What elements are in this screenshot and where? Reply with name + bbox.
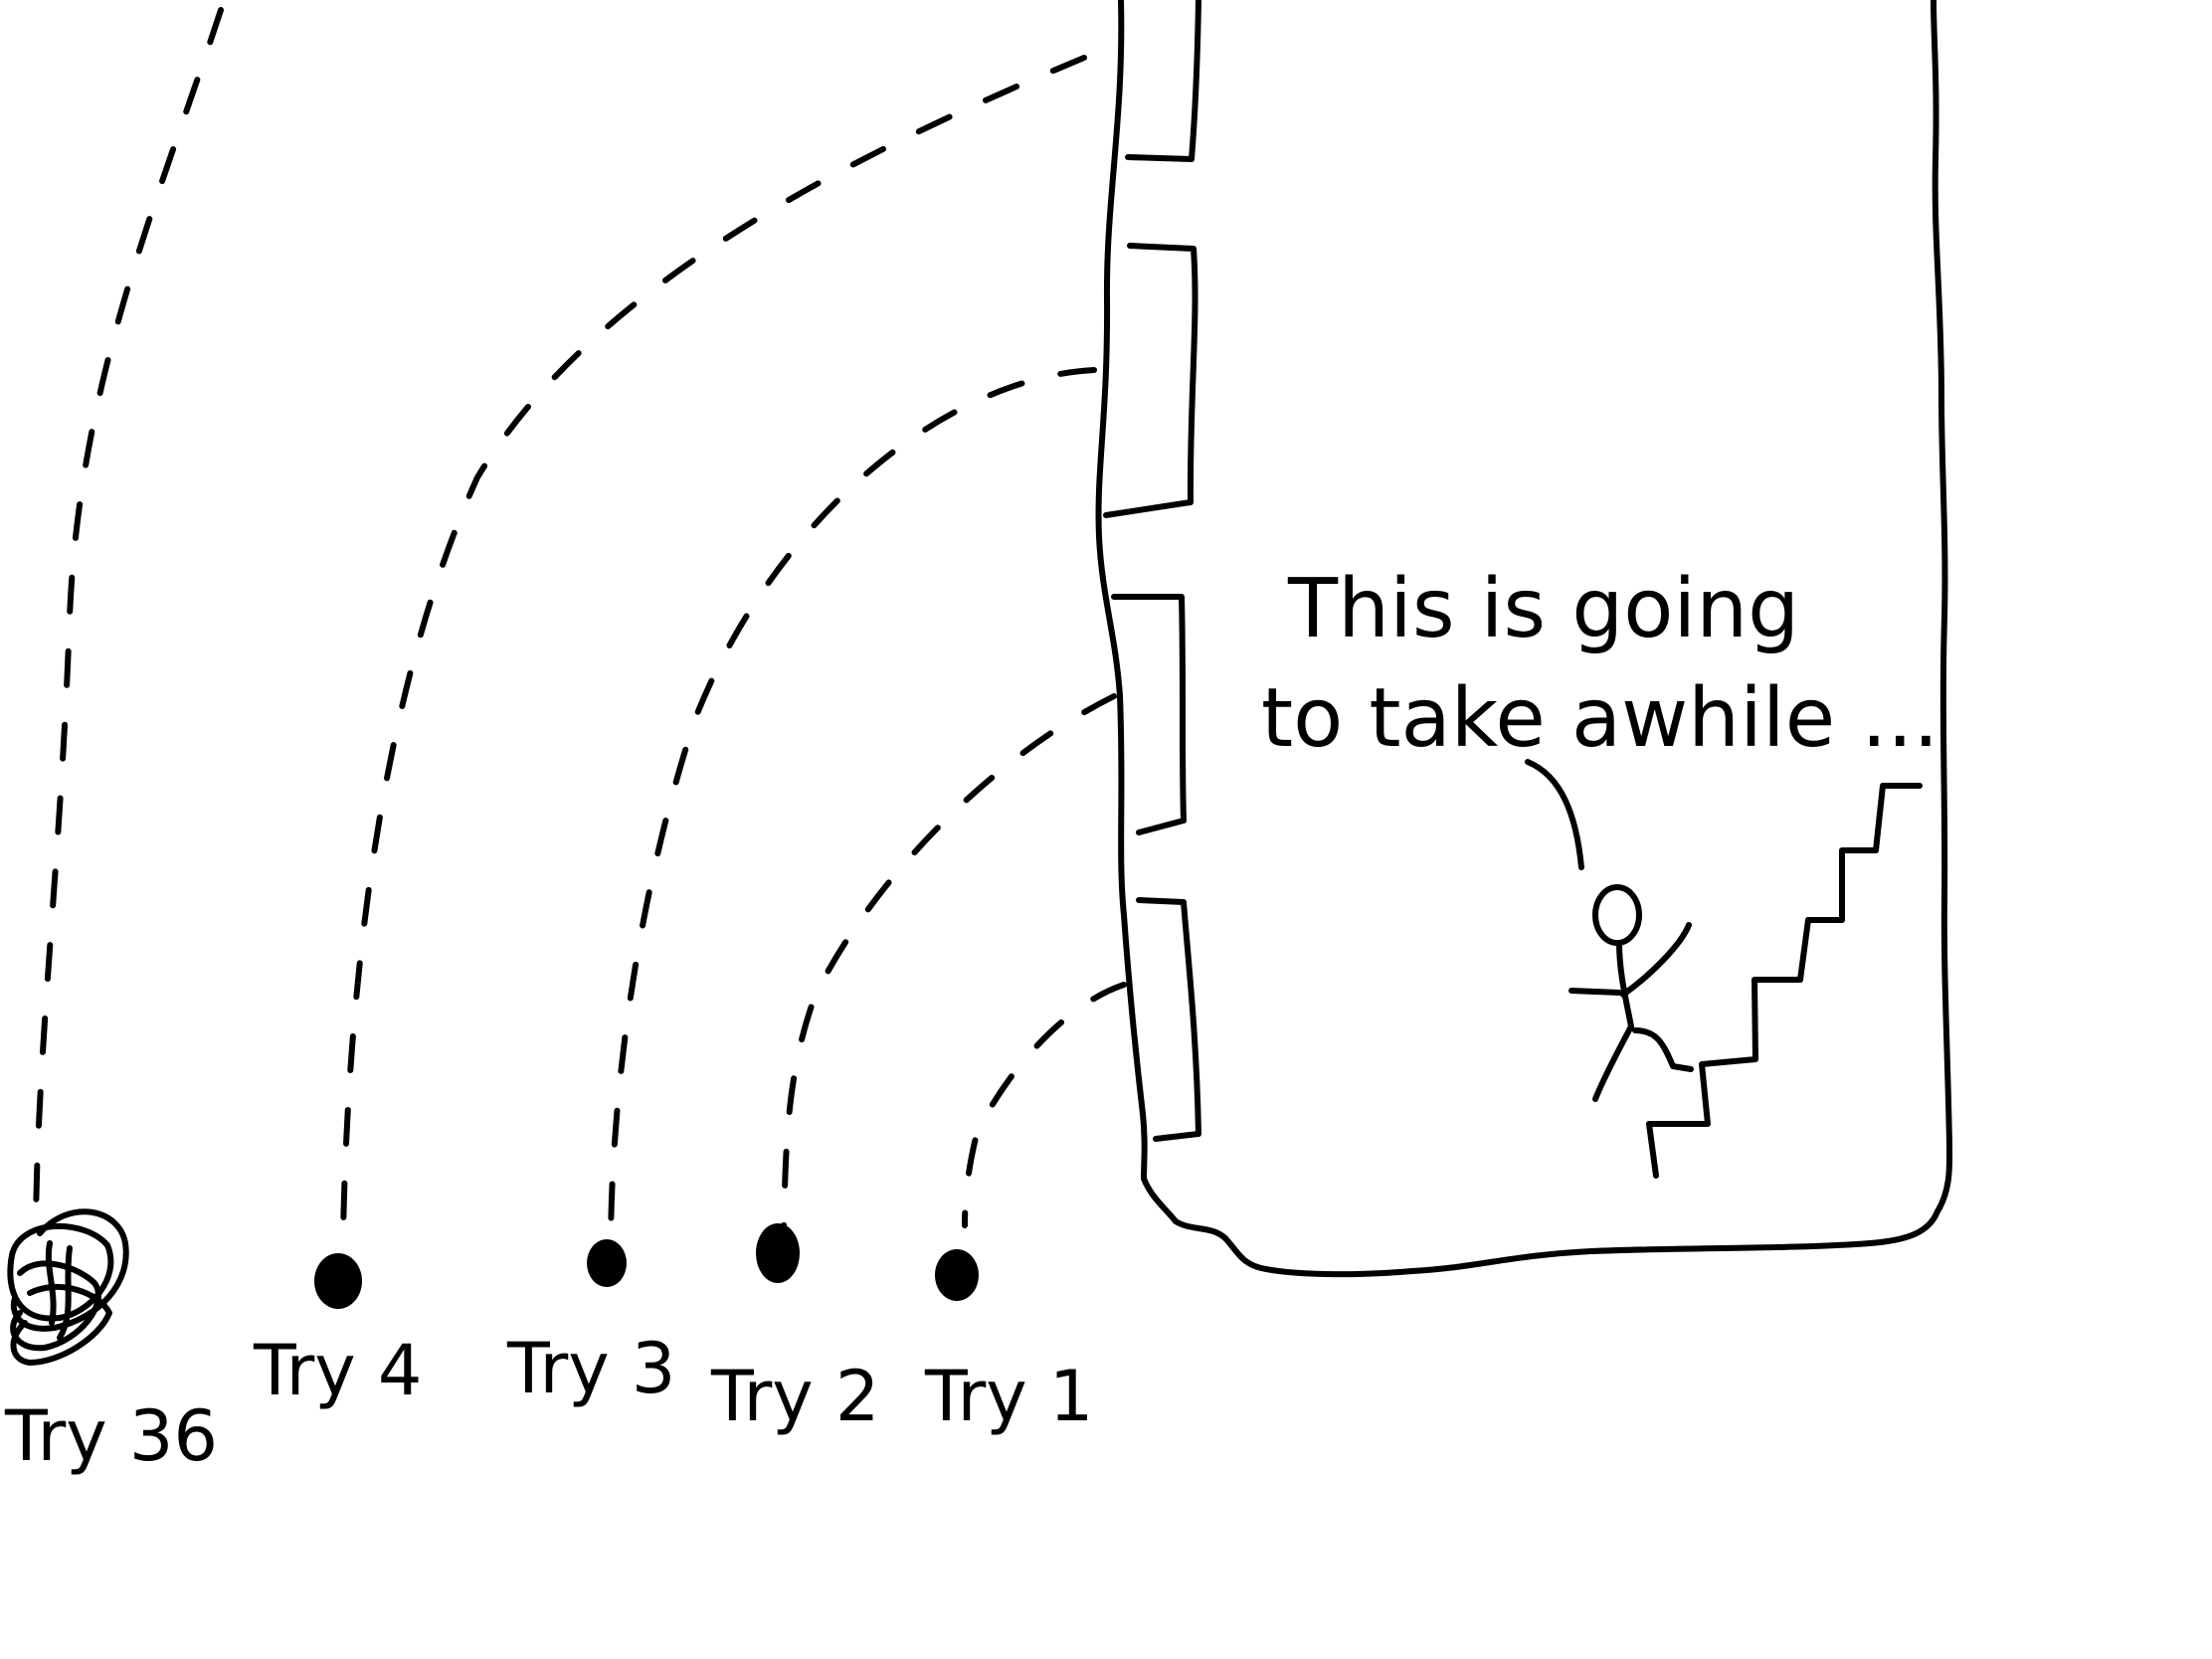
try-label-1: Try 1 — [924, 1356, 1093, 1437]
trajectory-try-4 — [340, 55, 1087, 1236]
try-label-3: Try 3 — [506, 1328, 675, 1409]
speech-pointer — [1525, 759, 1584, 870]
stick-figure-arms — [1568, 922, 1692, 998]
try-label-2: Try 2 — [710, 1356, 879, 1437]
stick-figure — [1568, 884, 1694, 1102]
window-4 — [1136, 897, 1201, 1142]
try-label-4: Try 4 — [253, 1330, 422, 1411]
building-right-wall — [1931, 0, 1952, 1147]
building-left-wall — [1095, 0, 1148, 1182]
trajectory-try-36 — [33, 7, 224, 1226]
speech-line-2: to take awhile ... — [1261, 671, 1938, 766]
stick-figure-head — [1592, 884, 1642, 946]
speech-line-1: This is going — [1287, 562, 1799, 656]
trajectory-try-3 — [608, 367, 1097, 1246]
window-2 — [1103, 243, 1198, 518]
window-1 — [1125, 0, 1201, 162]
trajectory-try-1 — [962, 982, 1127, 1228]
landing-blob-try-3 — [587, 1239, 627, 1287]
try-label-36: Try 36 — [4, 1395, 218, 1477]
stick-figure-body — [1616, 940, 1634, 1029]
landing-blob-try-2 — [756, 1223, 800, 1283]
staircase — [1646, 783, 1923, 1179]
window-3 — [1111, 594, 1187, 835]
trajectory-try-2 — [781, 693, 1117, 1231]
landing-blob-try-1 — [935, 1249, 979, 1301]
landing-blob-try-36 — [7, 1208, 129, 1366]
building-base — [1141, 1141, 1953, 1278]
stick-figure-legs — [1592, 1023, 1694, 1102]
landing-blob-try-4 — [314, 1253, 362, 1309]
